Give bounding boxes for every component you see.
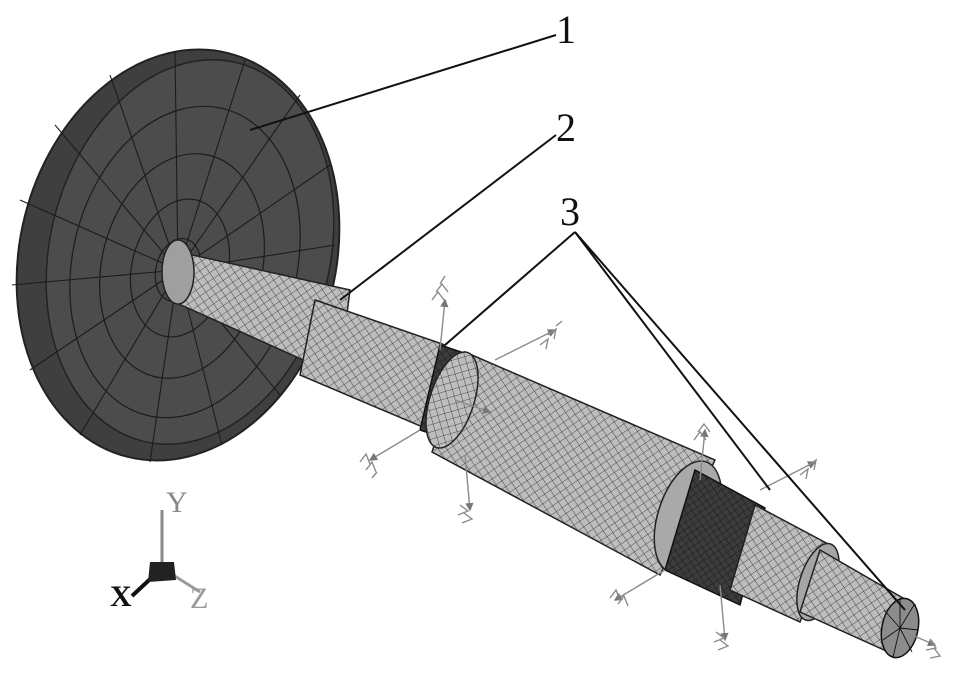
leader-line-2 [339,134,557,301]
triad-origin [148,562,176,582]
leader-line-3b [574,231,771,491]
axis-label-z: Z [190,582,209,615]
force-symbol [359,429,421,479]
callout-3: 3 [560,189,580,234]
force-symbol [713,584,730,651]
leader-line-1 [249,34,557,131]
force-symbol [431,275,449,351]
force-symbol [494,320,563,361]
leader-line-3c [574,231,906,611]
force-symbol [904,631,942,659]
coordinate-triad [130,510,201,598]
force-symbol [457,454,474,524]
callout-1: 1 [556,7,576,52]
axis-label-x: X [110,580,132,613]
force-symbol [454,399,492,414]
leader-line-3a [444,231,576,346]
force-symbol [609,569,666,607]
axis-label-y: Y [166,486,188,519]
leader-lines [249,34,906,611]
shaft-part [161,239,920,659]
force-symbol [693,422,711,481]
callout-2: 2 [556,105,576,150]
